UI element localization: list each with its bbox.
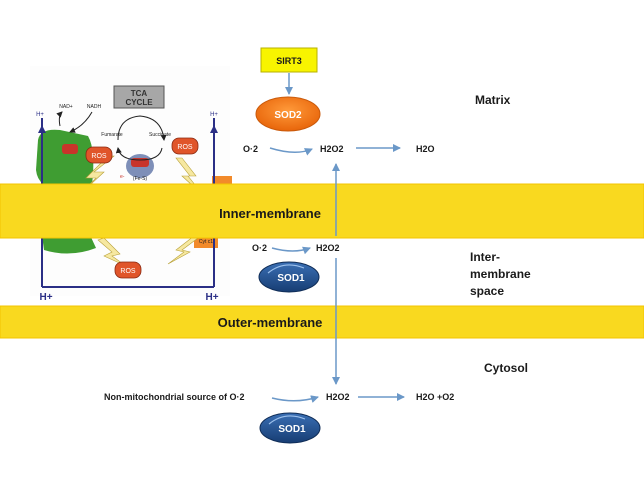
lightning-icon-3	[97, 237, 127, 267]
complex-i-lower-shape	[42, 235, 96, 254]
fes-label: (Fe-S)	[133, 176, 148, 182]
cyt-c1-label: Cyt c1	[199, 239, 213, 245]
fumarate-label: Fumarate	[101, 132, 123, 138]
cytosol-peroxide-label: H2O2	[326, 392, 350, 402]
proton-label-top-left: H+	[36, 112, 44, 118]
proton-label-bottom-left: H+	[39, 292, 52, 303]
nadh-label: NADH	[87, 104, 102, 110]
cytosol-product-label: H2O +O2	[416, 392, 454, 402]
matrix-superoxide-arrow	[269, 147, 313, 156]
ros-badge-1-label: ROS	[91, 153, 107, 160]
complex-i-shape	[36, 129, 94, 190]
succinate-label: Succinate	[149, 132, 171, 138]
cytosol-source-label: Non-mitochondrial source of O·2	[104, 392, 245, 402]
tca-label-2: CYCLE	[125, 98, 153, 107]
sod1-cytosol-highlight	[268, 415, 306, 425]
proton-label-bottom-right: H+	[205, 292, 218, 303]
sod1-cytosol-label: SOD1	[278, 424, 306, 435]
sod1-ims-label: SOD1	[277, 273, 305, 284]
tca-cycle-arrow-top	[117, 115, 167, 141]
proton-label-top-right: H+	[210, 112, 218, 118]
intermembrane-label-line-1: Inter-	[470, 250, 500, 264]
sod1-ims-highlight	[267, 264, 305, 274]
matrix-label: Matrix	[475, 93, 511, 107]
matrix-water-label: H2O	[416, 144, 435, 154]
complex-i-cofactor	[62, 144, 78, 154]
lightning-icon-4	[167, 235, 199, 265]
ros-badge-1: ROS	[85, 146, 113, 164]
ros-badge-2: ROS	[171, 137, 199, 155]
ros-badge-2-label: ROS	[177, 144, 193, 151]
nad-arrow	[56, 111, 63, 127]
electron-label: e-	[120, 174, 125, 180]
ims-peroxide-label: H2O2	[316, 243, 340, 253]
cytosol-label: Cytosol	[484, 361, 528, 375]
inner-membrane-label: Inner-membrane	[219, 206, 321, 221]
tca-label-1: TCA	[131, 89, 148, 98]
sod2-ellipse	[255, 96, 321, 132]
ims-superoxide-label: O·2	[252, 243, 267, 253]
intermembrane-label-line-2: membrane	[470, 267, 531, 281]
matrix-peroxide-label: H2O2	[320, 144, 344, 154]
outer-membrane-band	[0, 305, 644, 339]
nad-label: NAD+	[59, 104, 73, 110]
complex-iii-shape	[212, 176, 232, 186]
outer-membrane-label: Outer-membrane	[218, 315, 323, 330]
inner-membrane-band	[0, 183, 644, 239]
nadh-arrow	[69, 111, 93, 133]
tca-cycle-arrow-bottom	[115, 147, 163, 161]
intermembrane-label-line-3: space	[470, 284, 504, 298]
matrix-superoxide-label: O·2	[243, 144, 258, 154]
ims-superoxide-arrow	[271, 246, 311, 255]
tca-cycle-box	[113, 85, 165, 109]
sirt3-box	[260, 47, 318, 73]
sod2-label: SOD2	[274, 110, 302, 121]
ros-badge-3: ROS	[114, 261, 142, 279]
ros-badge-3-label: ROS	[120, 268, 136, 275]
sirt3-label: SIRT3	[276, 56, 302, 66]
cytosol-superoxide-arrow	[271, 395, 319, 403]
